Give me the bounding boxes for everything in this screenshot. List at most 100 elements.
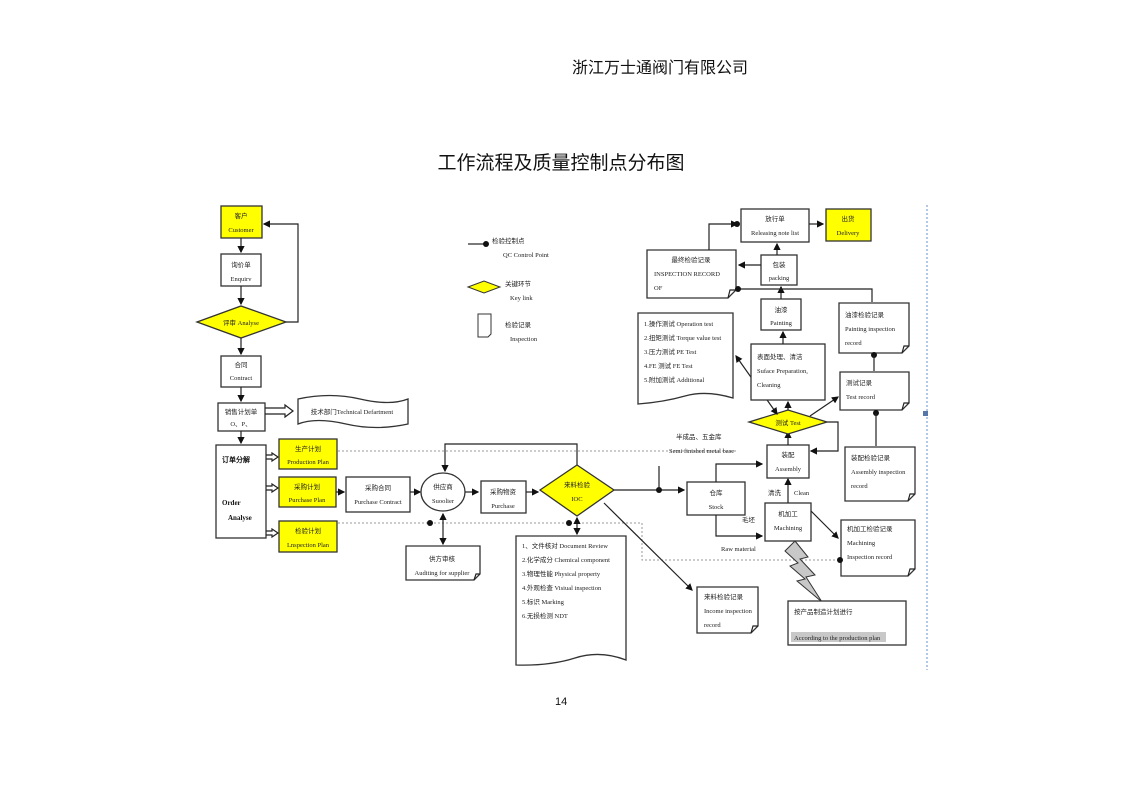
income-record-en1: Income inspection bbox=[704, 608, 753, 615]
packing-node[interactable]: 包装 packing bbox=[760, 254, 798, 286]
surface-prep-cn: 表面处理、清洁 bbox=[757, 352, 803, 361]
stock-en: Stock bbox=[709, 504, 725, 511]
assembly-record-cn: 装配检验记录 bbox=[851, 453, 891, 462]
contract-en: Contract bbox=[230, 375, 253, 382]
legend-key-en: Key link bbox=[510, 295, 533, 302]
test-record[interactable]: 测试记录 Test record bbox=[839, 371, 910, 411]
delivery-cn: 出货 bbox=[842, 214, 856, 223]
painting-record-en1: Painting inspection bbox=[845, 326, 896, 333]
auditing-en: Auditing for supplier bbox=[415, 570, 471, 577]
releasing-note-node[interactable]: 放行单 Releasing note list bbox=[740, 208, 810, 243]
legend: 检验控制点 QC Control Point 关键环节 Key link 检验记… bbox=[466, 236, 549, 343]
painting-node[interactable]: 油漆 Painting bbox=[760, 298, 802, 331]
ioc-check-item: 4.外观检查 Visiual inspection bbox=[522, 583, 602, 592]
painting-inspection-record[interactable]: 油漆检验记录 Painting inspection record bbox=[838, 302, 910, 354]
production-note-cn: 按产品制造计划进行 bbox=[794, 607, 853, 616]
test-label: 测试 Test bbox=[775, 418, 801, 427]
lightning-icon bbox=[784, 540, 823, 603]
test-record-en: Test record bbox=[846, 394, 876, 401]
painting-record-en2: record bbox=[845, 340, 862, 347]
inspection-record-legend-icon bbox=[477, 313, 492, 338]
machining-inspection-record[interactable]: 机加工检验记录 Machining Inspection record bbox=[840, 519, 916, 577]
surface-preparation-node[interactable]: 表面处理、清洁 Suface Preparation, Cleaning bbox=[750, 343, 826, 401]
page-number: 14 bbox=[555, 696, 568, 708]
sales-plan-cn: 销售计划单 bbox=[225, 407, 258, 416]
machining-record-en2: Inspection record bbox=[847, 554, 893, 561]
machining-record-en1: Machining bbox=[847, 540, 876, 547]
ioc-check-item: 3.物理性能 Physical property bbox=[522, 569, 601, 578]
qc-point-supplier bbox=[427, 520, 433, 526]
assembly-inspection-record[interactable]: 装配检验记录 Assembly inspection record bbox=[844, 446, 916, 502]
purchase-plan-node[interactable]: 采购计划 Purchase Plan bbox=[278, 476, 337, 508]
analyse-decision[interactable]: 评审 Analyse bbox=[195, 305, 288, 339]
contract-cn: 合同 bbox=[235, 360, 248, 369]
inspection-plan-cn: 检验计划 bbox=[295, 526, 321, 535]
assembly-cn: 装配 bbox=[782, 450, 796, 459]
surface-prep-en2: Cleaning bbox=[757, 382, 781, 389]
delivery-en: Delivery bbox=[837, 230, 860, 237]
order-analyse-cn: 订单分解 bbox=[222, 455, 250, 464]
ioc-en: IOC bbox=[571, 496, 582, 503]
clean-en: Clean bbox=[794, 490, 810, 497]
ioc-check-item: 6.无损检测 NDT bbox=[522, 611, 568, 620]
raw-material-en: Raw material bbox=[721, 546, 756, 553]
machining-en: Machining bbox=[774, 525, 803, 532]
painting-record-cn: 油漆检验记录 bbox=[845, 310, 885, 319]
customer-node[interactable]: 客户 Customer bbox=[220, 205, 263, 239]
qc-point-ioc bbox=[566, 520, 572, 526]
final-inspection-record[interactable]: 最终检验记录 INSPECTION RECORD OF bbox=[646, 249, 737, 299]
order-analyse-en1: Order bbox=[222, 499, 241, 507]
stock-node[interactable]: 仓库 Stock bbox=[686, 481, 746, 516]
purchase-node[interactable]: 采购物资 Purchase bbox=[480, 480, 527, 514]
company-header: 浙江万士通阀门有限公司 bbox=[571, 58, 748, 77]
ioc-check-item: 1、文件核对 Document Review bbox=[522, 541, 608, 550]
key-link-legend-icon bbox=[466, 280, 502, 294]
production-plan-note: 按产品制造计划进行 According to the production pl… bbox=[787, 600, 907, 646]
delivery-node[interactable]: 出货 Delivery bbox=[825, 208, 872, 242]
raw-material-cn: 毛坯 bbox=[742, 515, 756, 524]
inspection-plan-en: Lnspection Plan bbox=[287, 542, 330, 549]
releasing-en: Releasing note list bbox=[751, 230, 799, 237]
clean-cn: 清洗 bbox=[768, 488, 782, 497]
packing-en: packing bbox=[769, 275, 790, 282]
final-record-en2: OF bbox=[654, 285, 663, 292]
sales-plan-node[interactable]: 销售计划单 O、P、 bbox=[217, 402, 266, 432]
final-record-cn: 最终检验记录 bbox=[672, 255, 712, 264]
machining-record-cn: 机加工检验记录 bbox=[847, 524, 893, 533]
auditing-supplier-node[interactable]: 供方审核 Auditing for supplier bbox=[405, 545, 481, 581]
production-plan-node[interactable]: 生产计划 Production Plan bbox=[278, 438, 338, 470]
purchase-en: Purchase bbox=[491, 503, 515, 510]
ioc-decision[interactable]: 来料检验 IOC bbox=[538, 464, 616, 517]
guide-handle[interactable] bbox=[923, 411, 928, 416]
legend-insp-cn: 检验记录 bbox=[505, 320, 532, 329]
supplier-node[interactable]: 供应商 Suoolier bbox=[420, 472, 466, 512]
order-analyse-node[interactable]: 订单分解 Order Analyse bbox=[215, 444, 267, 539]
ioc-check-item: 2.化学成分 Chemical component bbox=[522, 555, 610, 564]
sales-plan-en: O、P、 bbox=[230, 421, 251, 428]
analyse-label: 评审 Analyse bbox=[223, 318, 259, 327]
enquiry-node[interactable]: 询价单 Enquirv bbox=[220, 253, 262, 287]
semi-finished-cn: 半成品、五金库 bbox=[676, 432, 722, 441]
ioc-checklist: 1、文件核对 Document Review 2.化学成分 Chemical c… bbox=[515, 535, 627, 666]
test-check-item: 1.操作测试 Operation test bbox=[644, 319, 713, 328]
machining-node[interactable]: 机加工 Machining bbox=[764, 502, 812, 542]
customer-en: Customer bbox=[228, 227, 254, 234]
semi-finished-en: Semi finished metal base bbox=[669, 448, 734, 455]
technical-department-node[interactable]: 技术部门Technical Defartment bbox=[297, 394, 409, 429]
releasing-cn: 放行单 bbox=[765, 214, 785, 223]
assembly-node[interactable]: 装配 Assembly bbox=[766, 444, 810, 479]
auditing-cn: 供方审核 bbox=[429, 554, 456, 563]
purchase-plan-en: Purchase Plan bbox=[289, 497, 326, 504]
supplier-en: Suoolier bbox=[432, 498, 455, 505]
contract-node[interactable]: 合同 Contract bbox=[220, 355, 262, 388]
customer-cn: 客户 bbox=[235, 211, 248, 220]
qc-point-release bbox=[734, 221, 740, 227]
stock-cn: 仓库 bbox=[710, 488, 724, 497]
purchase-contract-node[interactable]: 采购合同 Purchase Contract bbox=[345, 476, 411, 513]
inspection-plan-node[interactable]: 检验计划 Lnspection Plan bbox=[278, 520, 338, 553]
income-record-cn: 来料检验记录 bbox=[704, 592, 744, 601]
qc-point-machining bbox=[837, 557, 843, 563]
test-decision[interactable]: 测试 Test bbox=[746, 409, 830, 435]
income-inspection-record[interactable]: 来料检验记录 Income inspection record bbox=[696, 586, 759, 634]
production-note-en: According to the production plan bbox=[794, 635, 881, 642]
